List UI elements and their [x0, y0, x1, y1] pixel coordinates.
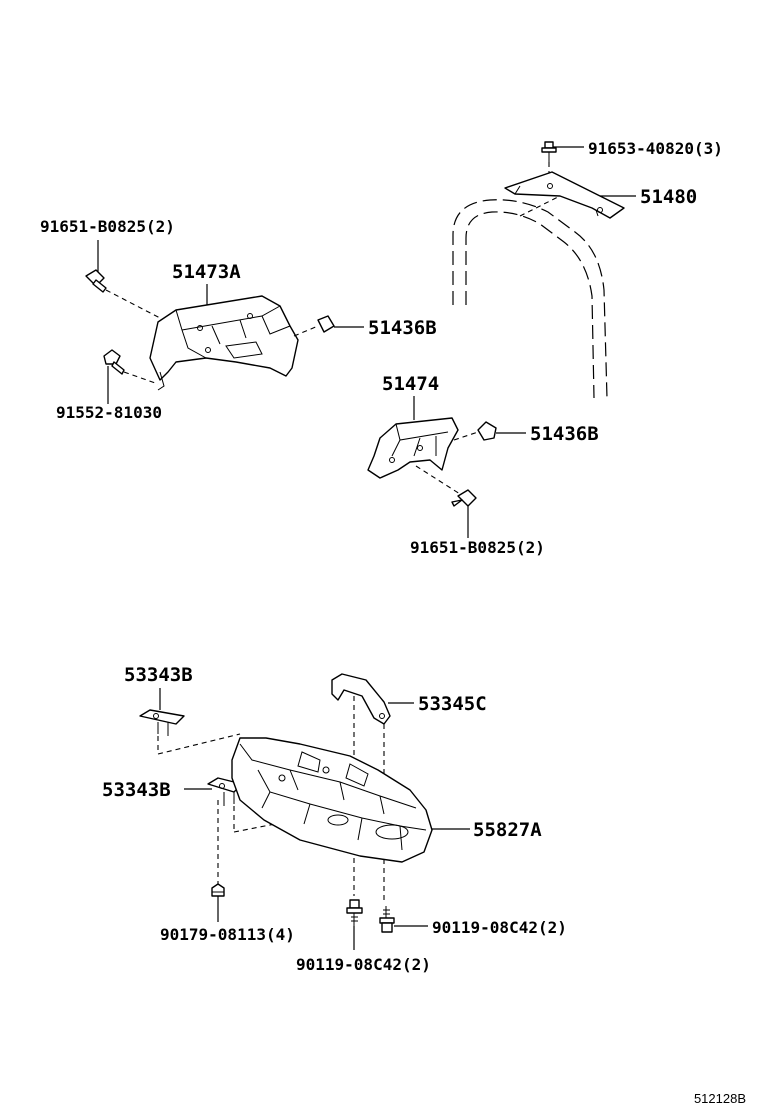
- bolt-91552-81030: [103, 349, 159, 404]
- bolt-91651-B0825-top: [85, 240, 161, 319]
- bracket-51474: [367, 417, 459, 479]
- label-53345C: 53345C: [418, 693, 487, 715]
- bracket-53343B-upper: [139, 709, 241, 755]
- bracket-53343B-lower: [184, 777, 317, 884]
- label-51436B-upper: 51436B: [368, 317, 437, 339]
- bolt-90119-08C42-bottom: [346, 899, 363, 950]
- bolt-90119-08C42-right: [379, 906, 428, 933]
- label-53343B-upper: 53343B: [124, 664, 193, 686]
- label-55827A: 55827A: [473, 819, 542, 841]
- bolt-90179-08113: [211, 883, 225, 922]
- label-51474: 51474: [382, 373, 439, 395]
- label-90119-08C42-right: 90119-08C42(2): [432, 918, 567, 937]
- reference-code: 512128B: [694, 1091, 746, 1106]
- label-90119-08C42-bottom: 90119-08C42(2): [296, 955, 431, 974]
- label-91651-B0825-top: 91651-B0825(2): [40, 217, 175, 236]
- bolt-91651-B0825-bottom: [415, 465, 477, 538]
- clip-51436B-upper: [293, 315, 364, 337]
- tube-frame: [452, 195, 608, 399]
- label-51436B-lower: 51436B: [530, 423, 599, 445]
- cover-51473A: [149, 295, 299, 391]
- label-91651-B0825-bottom: 91651-B0825(2): [410, 538, 545, 557]
- label-91653-40820: 91653-40820(3): [588, 139, 723, 158]
- label-51473A: 51473A: [172, 261, 241, 283]
- bracket-51480: [504, 171, 636, 219]
- label-51480: 51480: [640, 186, 697, 208]
- bolt-91653-40820: [541, 141, 584, 178]
- label-91552-81030: 91552-81030: [56, 403, 162, 422]
- clip-51436B-lower: [453, 421, 526, 441]
- label-90179-08113: 90179-08113(4): [160, 925, 295, 944]
- label-53343B-lower: 53343B: [102, 779, 171, 801]
- skid-plate-55827A: [231, 737, 470, 863]
